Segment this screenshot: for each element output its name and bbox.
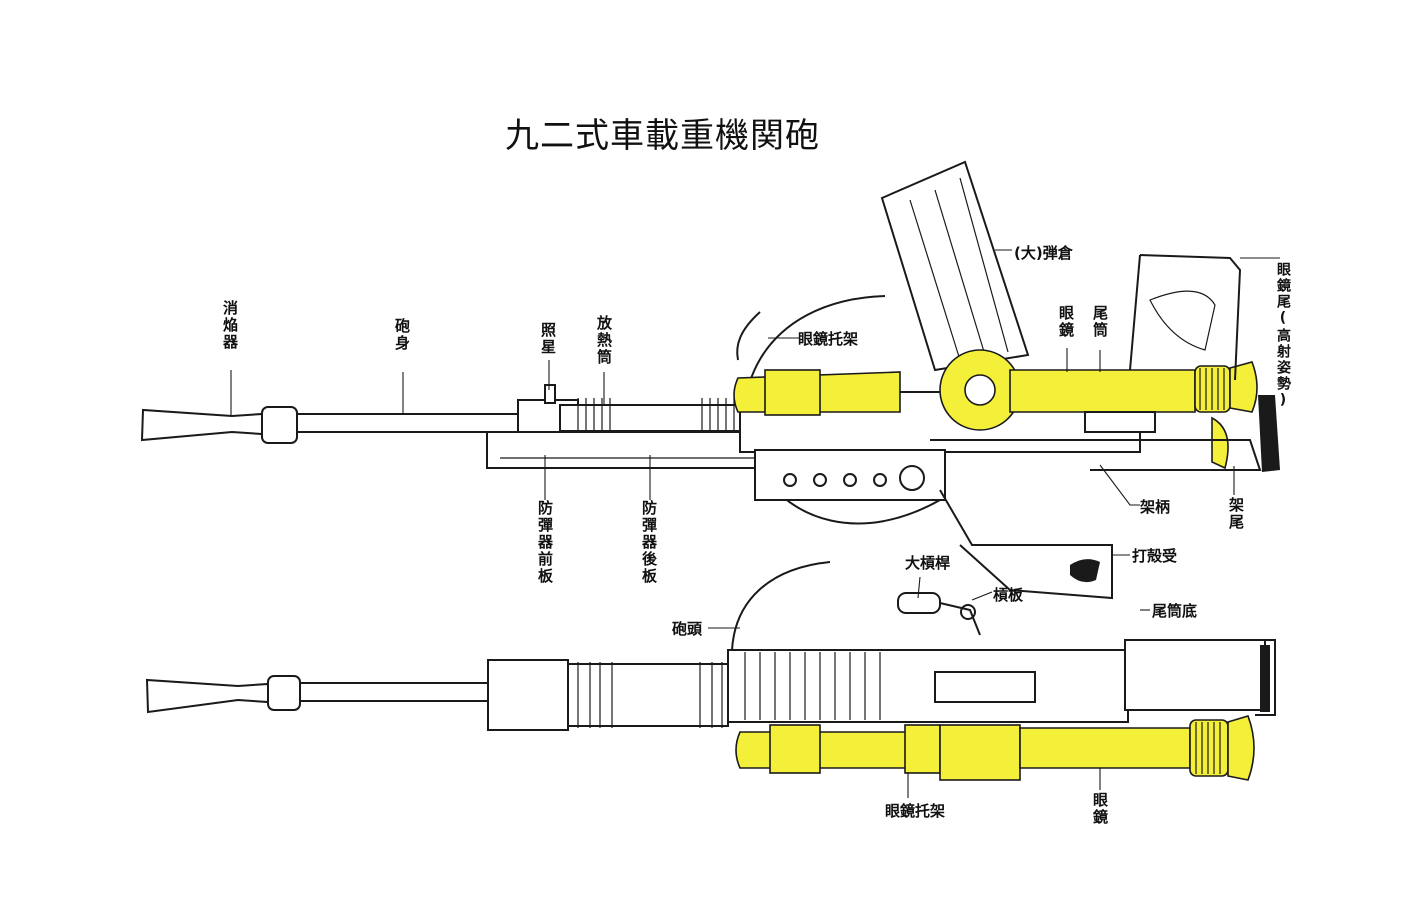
cocking-handle [897,592,941,614]
label-sight-bottom: 眼鏡 [1091,792,1109,826]
guard-plate-top [486,431,788,469]
flash-hider-bottom [145,678,269,714]
label-casing-catcher: 打殻受 [1132,547,1178,565]
top-side-view [140,160,1280,600]
sight-tube-top [1009,369,1196,413]
label-barrel: 砲身 [393,318,411,352]
label-front-guard-plate: 防彈器前板 [536,500,554,585]
sight-tube-bottom [939,724,1021,781]
leader-lines [230,249,1280,798]
front-sight-top [544,384,556,404]
receiver-bottom [727,649,1129,723]
label-lever: 槓板 [993,586,1024,604]
casing-catcher [939,489,1113,600]
label-sight-rear: 眼鏡尾(高射姿勢) [1275,262,1291,410]
label-sight-mount-bottom: 眼鏡托架 [885,802,946,820]
label-flash-hider: 消焔器 [221,300,239,351]
label-bottom-tail: 尾筒底 [1152,602,1198,620]
page-title: 九二式車載重機関砲 [505,116,820,156]
label-sight-top: 眼鏡 [1057,305,1075,339]
barrel-top [296,413,523,433]
flash-hider-top [140,408,263,442]
label-rear-guard-plate: 防彈器後板 [640,500,658,585]
label-mount-arm: 架柄 [1140,498,1171,516]
barrel-bottom [299,682,491,702]
label-gun-head: 砲頭 [672,620,703,638]
cooling-jacket-top [559,404,746,432]
magazine-top [880,160,1030,372]
cooling-jacket-bottom [567,663,729,727]
label-sight-mount-top: 眼鏡托架 [798,330,859,348]
label-front-sight: 照星 [539,322,557,356]
label-cocking-handle: 大槓桿 [905,554,951,572]
label-mount-tail: 架尾 [1227,497,1245,531]
label-receiver-tail: 尾筒 [1091,305,1109,339]
label-magazine: (大)弾倉 [1014,244,1073,262]
bottom-plan-view [145,561,1276,781]
label-cooling-tube: 放熱筒 [595,315,613,366]
